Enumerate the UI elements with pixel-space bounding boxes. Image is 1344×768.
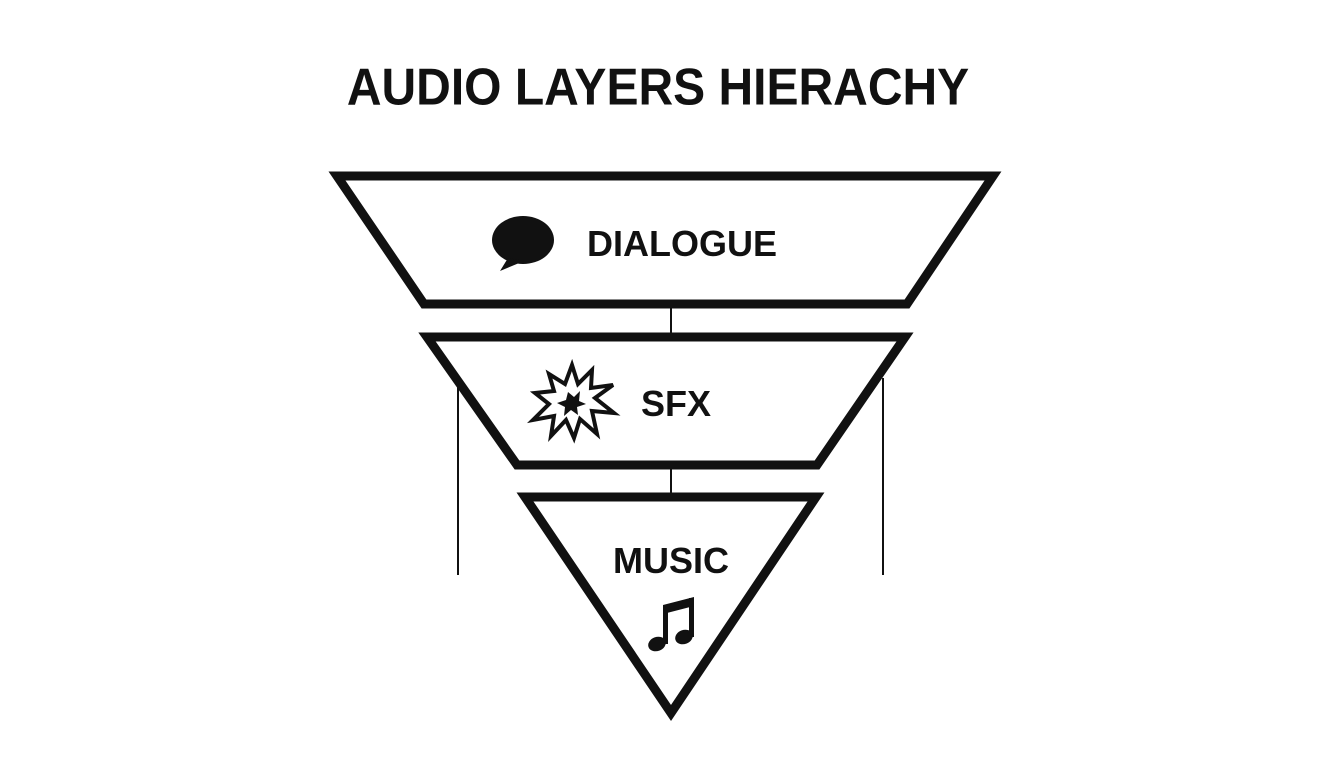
layer-sfx: SFX: [418, 332, 914, 470]
dialogue-label: DIALOGUE: [587, 223, 777, 264]
music-label: MUSIC: [613, 540, 729, 581]
dialogue-trapezoid: [328, 171, 1002, 309]
sfx-trapezoid: [418, 332, 914, 470]
layer-music: MUSIC: [516, 492, 825, 722]
speech-bubble-icon: [492, 216, 554, 271]
layer-dialogue: DIALOGUE: [328, 171, 1002, 309]
diagram-title: AUDIO LAYERS HIERACHY: [346, 59, 970, 117]
sfx-label: SFX: [641, 383, 711, 424]
explosion-burst-icon: [526, 358, 621, 444]
music-notes-icon: [648, 597, 694, 652]
